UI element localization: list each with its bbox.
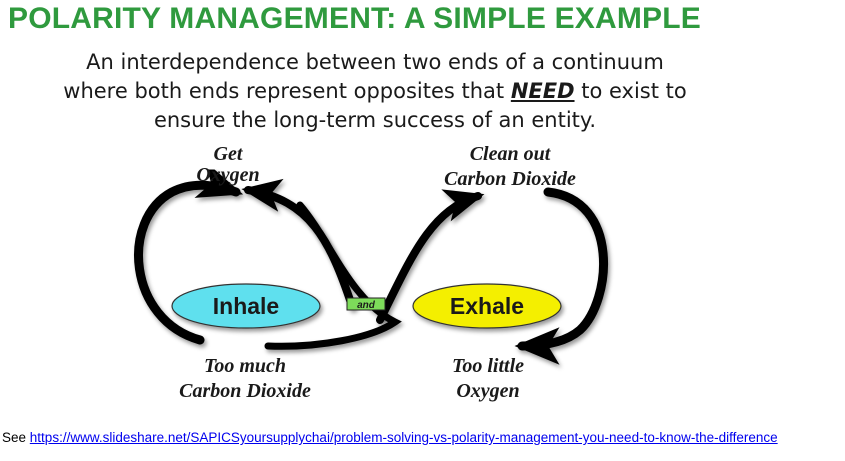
exhale-label: Exhale [450,293,524,319]
label-too-little: Too little [452,355,524,377]
arrow-right-downward [514,187,608,365]
arrow-left-upward [134,162,244,345]
inhale-oval [171,283,321,329]
page-title: POLARITY MANAGEMENT: A SIMPLE EXAMPLE [8,2,701,35]
label-oxygen-top: Oxygen [196,164,259,186]
exhale-oval [412,283,562,329]
and-connector-label: and [357,300,376,311]
source-link[interactable]: https://www.slideshare.net/SAPICSyoursup… [29,430,778,445]
source-footer: See https://www.slideshare.net/SAPICSyou… [2,430,778,445]
definition-line-2-end: to exist to [574,79,687,103]
label-oxygen-bottom: Oxygen [456,380,519,402]
label-carbon-dioxide-top: Carbon Dioxide [444,168,576,190]
label-clean-out: Clean out [470,143,552,165]
definition-line-2: where both ends represent opposites that… [40,77,710,106]
arrow-get-oxygen-to-too-much [264,201,402,350]
label-get: Get [214,143,244,165]
label-carbon-dioxide-bottom: Carbon Dioxide [179,380,311,402]
label-too-much: Too much [204,355,286,377]
definition-line-1: An interdependence between two ends of a… [86,50,664,74]
need-emphasis: NEED [510,79,575,103]
footer-prefix: See [2,430,27,445]
arrow-center-to-clean-out [376,189,485,324]
and-connector-box [346,297,386,311]
definition-text: An interdependence between two ends of a… [40,48,710,135]
definition-line-2-start: where both ends represent opposites that [63,79,511,103]
definition-line-3: ensure the long-term success of an entit… [153,108,597,132]
inhale-label: Inhale [213,293,279,319]
